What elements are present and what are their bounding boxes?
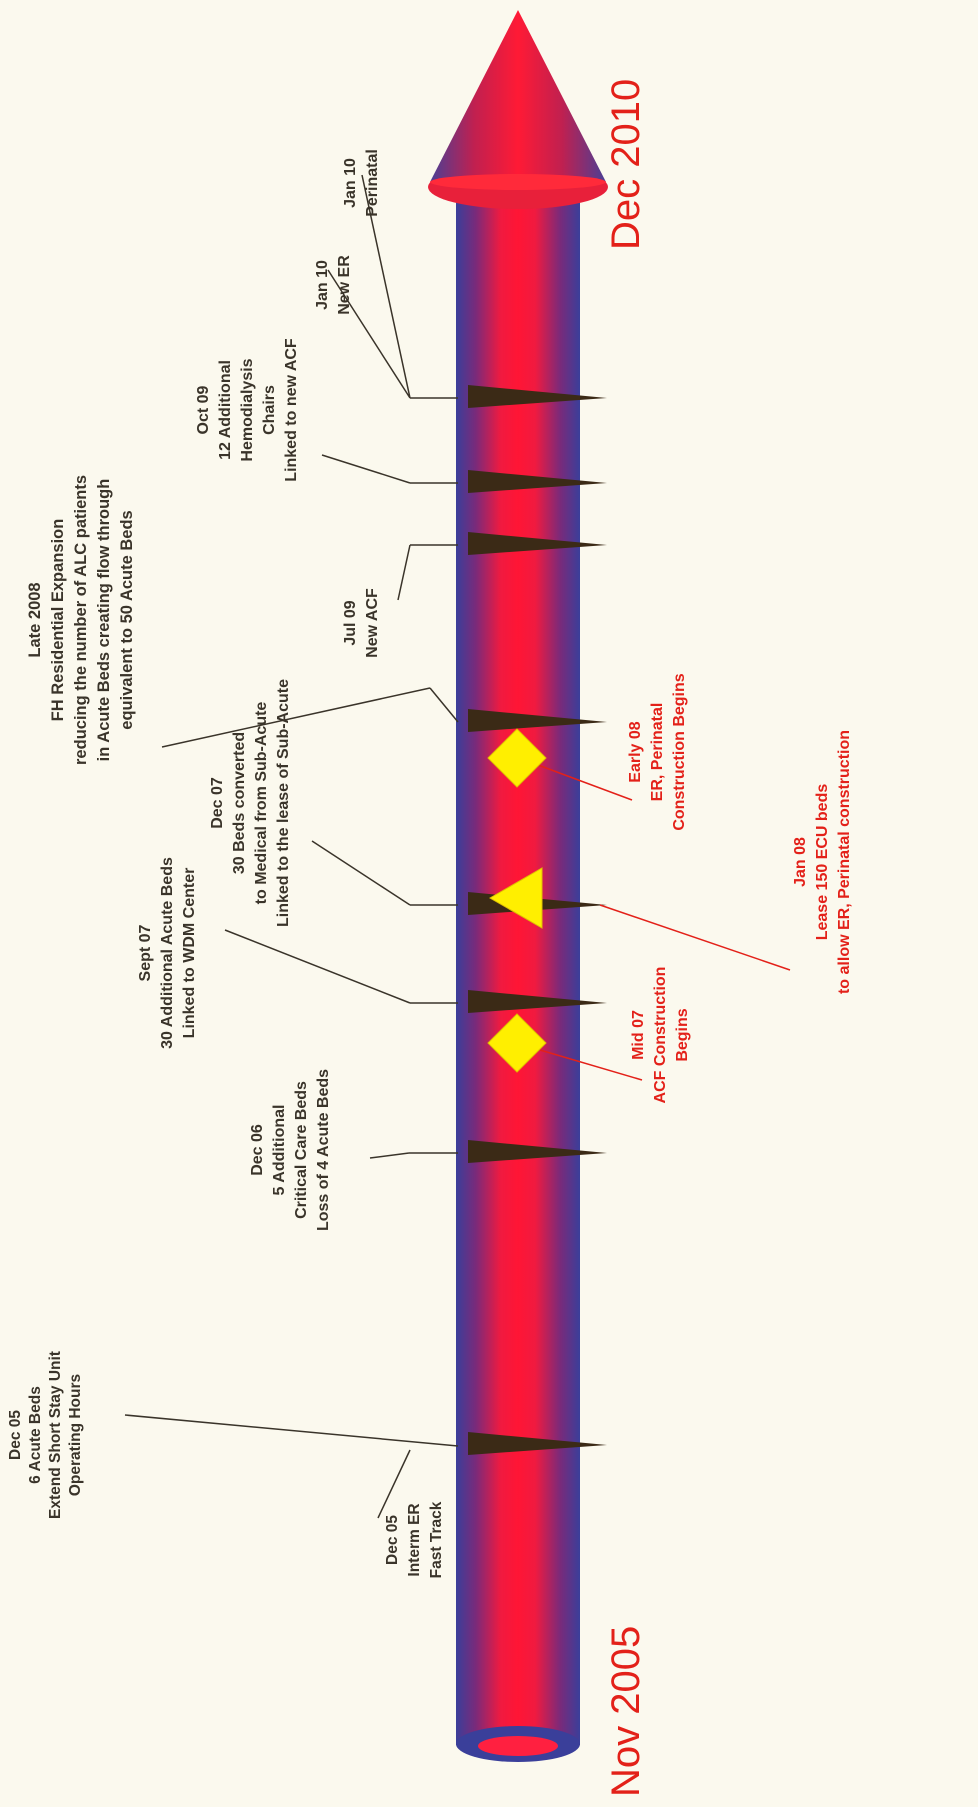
event-label: Oct 09 12 Additional Hemodialysis Chairs Lin… bbox=[195, 338, 300, 482]
timeline-end-label: Dec 2010 bbox=[604, 79, 648, 250]
event-label: Dec 06 5 Additional Critical Care Beds Loss… bbox=[249, 1069, 332, 1231]
timeline-tube-end-inner bbox=[478, 1736, 558, 1756]
event-label-line: Fast Track bbox=[428, 1501, 445, 1578]
event-label: Jan 10 Perinatal bbox=[342, 149, 381, 217]
event-leader-line bbox=[225, 930, 410, 1003]
event-label-line: reducing the number of ALC patients bbox=[72, 475, 90, 765]
milestone-label-line: Construction Begins bbox=[671, 673, 688, 830]
event-label-line: Chairs bbox=[261, 385, 278, 435]
event-label-line: 6 Acute Beds bbox=[27, 1386, 44, 1484]
timeline-start-label: Nov 2005 bbox=[604, 1626, 648, 1797]
event-label: Dec 05 Interm ER Fast Track bbox=[384, 1501, 445, 1578]
milestone-label-line: Mid 07 bbox=[630, 1010, 647, 1060]
event-label-line: Perinatal bbox=[364, 149, 381, 217]
event-label-line: Loss of 4 Acute Beds bbox=[315, 1069, 332, 1231]
event-label-line: Jan 10 bbox=[314, 260, 331, 310]
event-label-line: 30 Beds converted bbox=[231, 732, 248, 874]
timeline-arrowhead bbox=[430, 10, 606, 182]
milestone-label-line: to allow ER, Perinatal construction bbox=[836, 730, 853, 994]
milestone-label-line: ER, Perinatal bbox=[649, 703, 666, 802]
event-label: Late 2008 FH Residential Expansion reducin… bbox=[26, 475, 136, 765]
event-label: Jul 09 New ACF bbox=[342, 588, 381, 658]
event-label-line: Linked to the lease of Sub-Acute bbox=[275, 679, 292, 927]
event-label: Jan 10 New ER bbox=[314, 255, 353, 315]
event-label-line: Late 2008 bbox=[26, 582, 44, 657]
event-label-line: 30 Additional Acute Beds bbox=[159, 857, 176, 1049]
event-label-line: Critical Care Beds bbox=[293, 1081, 310, 1219]
event-label-line: in Acute Beds creating flow through bbox=[95, 479, 113, 762]
event-leader-line bbox=[162, 688, 430, 747]
milestone-label-line: Begins bbox=[674, 1008, 691, 1061]
milestone-label: Jan 08 Lease 150 ECU beds to allow ER, Per… bbox=[792, 730, 853, 994]
event-label-line: equivalent to 50 Acute Beds bbox=[118, 510, 136, 729]
event-label-line: New ER bbox=[336, 255, 353, 315]
milestone-label-line: Lease 150 ECU beds bbox=[814, 784, 831, 941]
event-leader-line bbox=[312, 841, 410, 905]
milestone-label: Mid 07 ACF Construction Begins bbox=[630, 967, 691, 1104]
event-label-line: Interm ER bbox=[406, 1503, 423, 1576]
event-leader-line bbox=[370, 1153, 409, 1158]
milestone-label-line: Early 08 bbox=[627, 721, 644, 782]
milestone-label-line: ACF Construction bbox=[652, 967, 669, 1104]
timeline-arrowhead-rim bbox=[430, 174, 606, 190]
event-label-line: FH Residential Expansion bbox=[49, 519, 67, 722]
event-label-line: 5 Additional bbox=[271, 1105, 288, 1196]
event-label-line: Linked to new ACF bbox=[283, 338, 300, 482]
event-label-line: Jul 09 bbox=[342, 600, 359, 645]
event-label-line: New ACF bbox=[364, 588, 381, 658]
event-label-line: Linked to WDM Center bbox=[181, 868, 198, 1039]
event-label-line: 12 Additional bbox=[217, 360, 234, 460]
event-leader-line bbox=[398, 545, 410, 600]
event-label: Dec 07 30 Beds converted to Medical from S… bbox=[209, 679, 292, 927]
milestone-label-line: Jan 08 bbox=[792, 837, 809, 887]
event-leader-line bbox=[322, 455, 410, 483]
event-label-line: Dec 06 bbox=[249, 1124, 266, 1176]
event-label-line: to Medical from Sub-Acute bbox=[253, 702, 270, 905]
event-label-line: Sept 07 bbox=[137, 924, 154, 981]
event-leader-line bbox=[125, 1415, 458, 1446]
event-label-line: Oct 09 bbox=[195, 385, 212, 434]
event-label-line: Dec 05 bbox=[384, 1515, 401, 1565]
event-label: Sept 07 30 Additional Acute Beds Linked to… bbox=[137, 857, 198, 1049]
timeline-tube bbox=[456, 185, 580, 1745]
event-dec05-er: Dec 05 Interm ER Fast Track bbox=[378, 1450, 445, 1578]
event-label-line: Jan 10 bbox=[342, 158, 359, 208]
milestone-label: Early 08 ER, Perinatal Construction Begins bbox=[627, 673, 688, 830]
event-connector-line bbox=[430, 688, 458, 722]
event-label-line: Dec 07 bbox=[209, 777, 226, 829]
milestone-leader-line bbox=[600, 905, 790, 970]
event-label-line: Extend Short Stay Unit bbox=[47, 1351, 64, 1519]
event-label-line: Dec 05 bbox=[7, 1410, 24, 1460]
event-label-line: Operating Hours bbox=[67, 1374, 84, 1496]
event-label-line: Hemodialysis bbox=[239, 358, 256, 461]
